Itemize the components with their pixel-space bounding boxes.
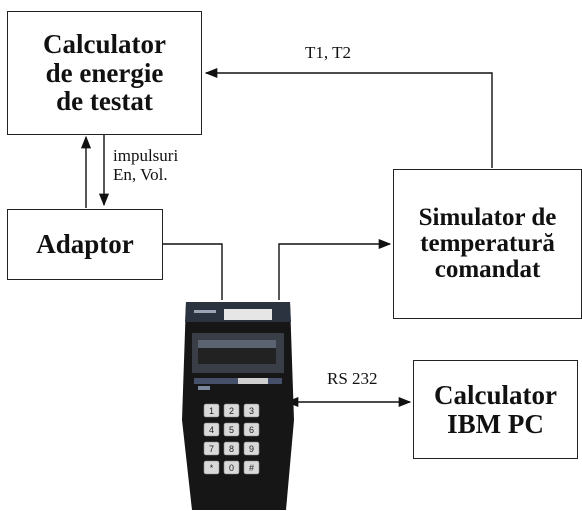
keypad-key: 0 — [223, 460, 240, 475]
ibm-pc-label: Calculator IBM PC — [434, 380, 557, 439]
terminal-keypad: 1 2 3 4 5 6 7 8 9 * 0 # — [203, 403, 260, 475]
keypad-key-label: # — [249, 463, 254, 473]
t1-t2-connector — [204, 67, 493, 168]
keypad-key-label: 3 — [249, 406, 254, 416]
keypad-key: # — [243, 460, 260, 475]
keypad-key: 7 — [203, 441, 220, 456]
t1-t2-label: T1, T2 — [305, 43, 351, 62]
adapter-label: Adaptor — [36, 229, 134, 260]
keypad-key: 8 — [223, 441, 240, 456]
keypad-key-label: 5 — [229, 425, 234, 435]
rs232-label: RS 232 — [327, 369, 378, 388]
energy-calculator-label: Calculator de energie de testat — [43, 29, 166, 117]
pulses-label: impulsuri En, Vol. — [113, 146, 179, 184]
keypad-key: 2 — [223, 403, 240, 418]
keypad-key: 1 — [203, 403, 220, 418]
energy-calculator-box: Calculator de energie de testat — [7, 11, 202, 135]
adapter-box: Adaptor — [7, 209, 163, 280]
keypad-key: 6 — [243, 422, 260, 437]
keypad-key-label: 9 — [249, 444, 254, 454]
keypad-key-label: 6 — [249, 425, 254, 435]
terminal-top-label — [224, 309, 272, 320]
keypad-key-label: 8 — [229, 444, 234, 454]
temperature-simulator-label: Simulator de temperatură comandat — [418, 203, 557, 284]
keypad-key-label: 2 — [229, 406, 234, 416]
keypad-key-label: 0 — [229, 463, 234, 473]
temperature-simulator-box: Simulator de temperatură comandat — [393, 169, 582, 319]
keypad-key-label: 1 — [209, 406, 214, 416]
keypad-key: 5 — [223, 422, 240, 437]
keypad-key: 9 — [243, 441, 260, 456]
keypad-key-label: 4 — [209, 425, 214, 435]
keypad-key: * — [203, 460, 220, 475]
adapter-to-terminal-connector — [163, 243, 223, 300]
ibm-pc-box: Calculator IBM PC — [413, 360, 578, 459]
keypad-key-label: 7 — [209, 444, 214, 454]
terminal-to-simulator-connector — [278, 238, 392, 300]
keypad-key: 3 — [243, 403, 260, 418]
keypad-key: 4 — [203, 422, 220, 437]
keypad-key-label: * — [210, 463, 214, 473]
